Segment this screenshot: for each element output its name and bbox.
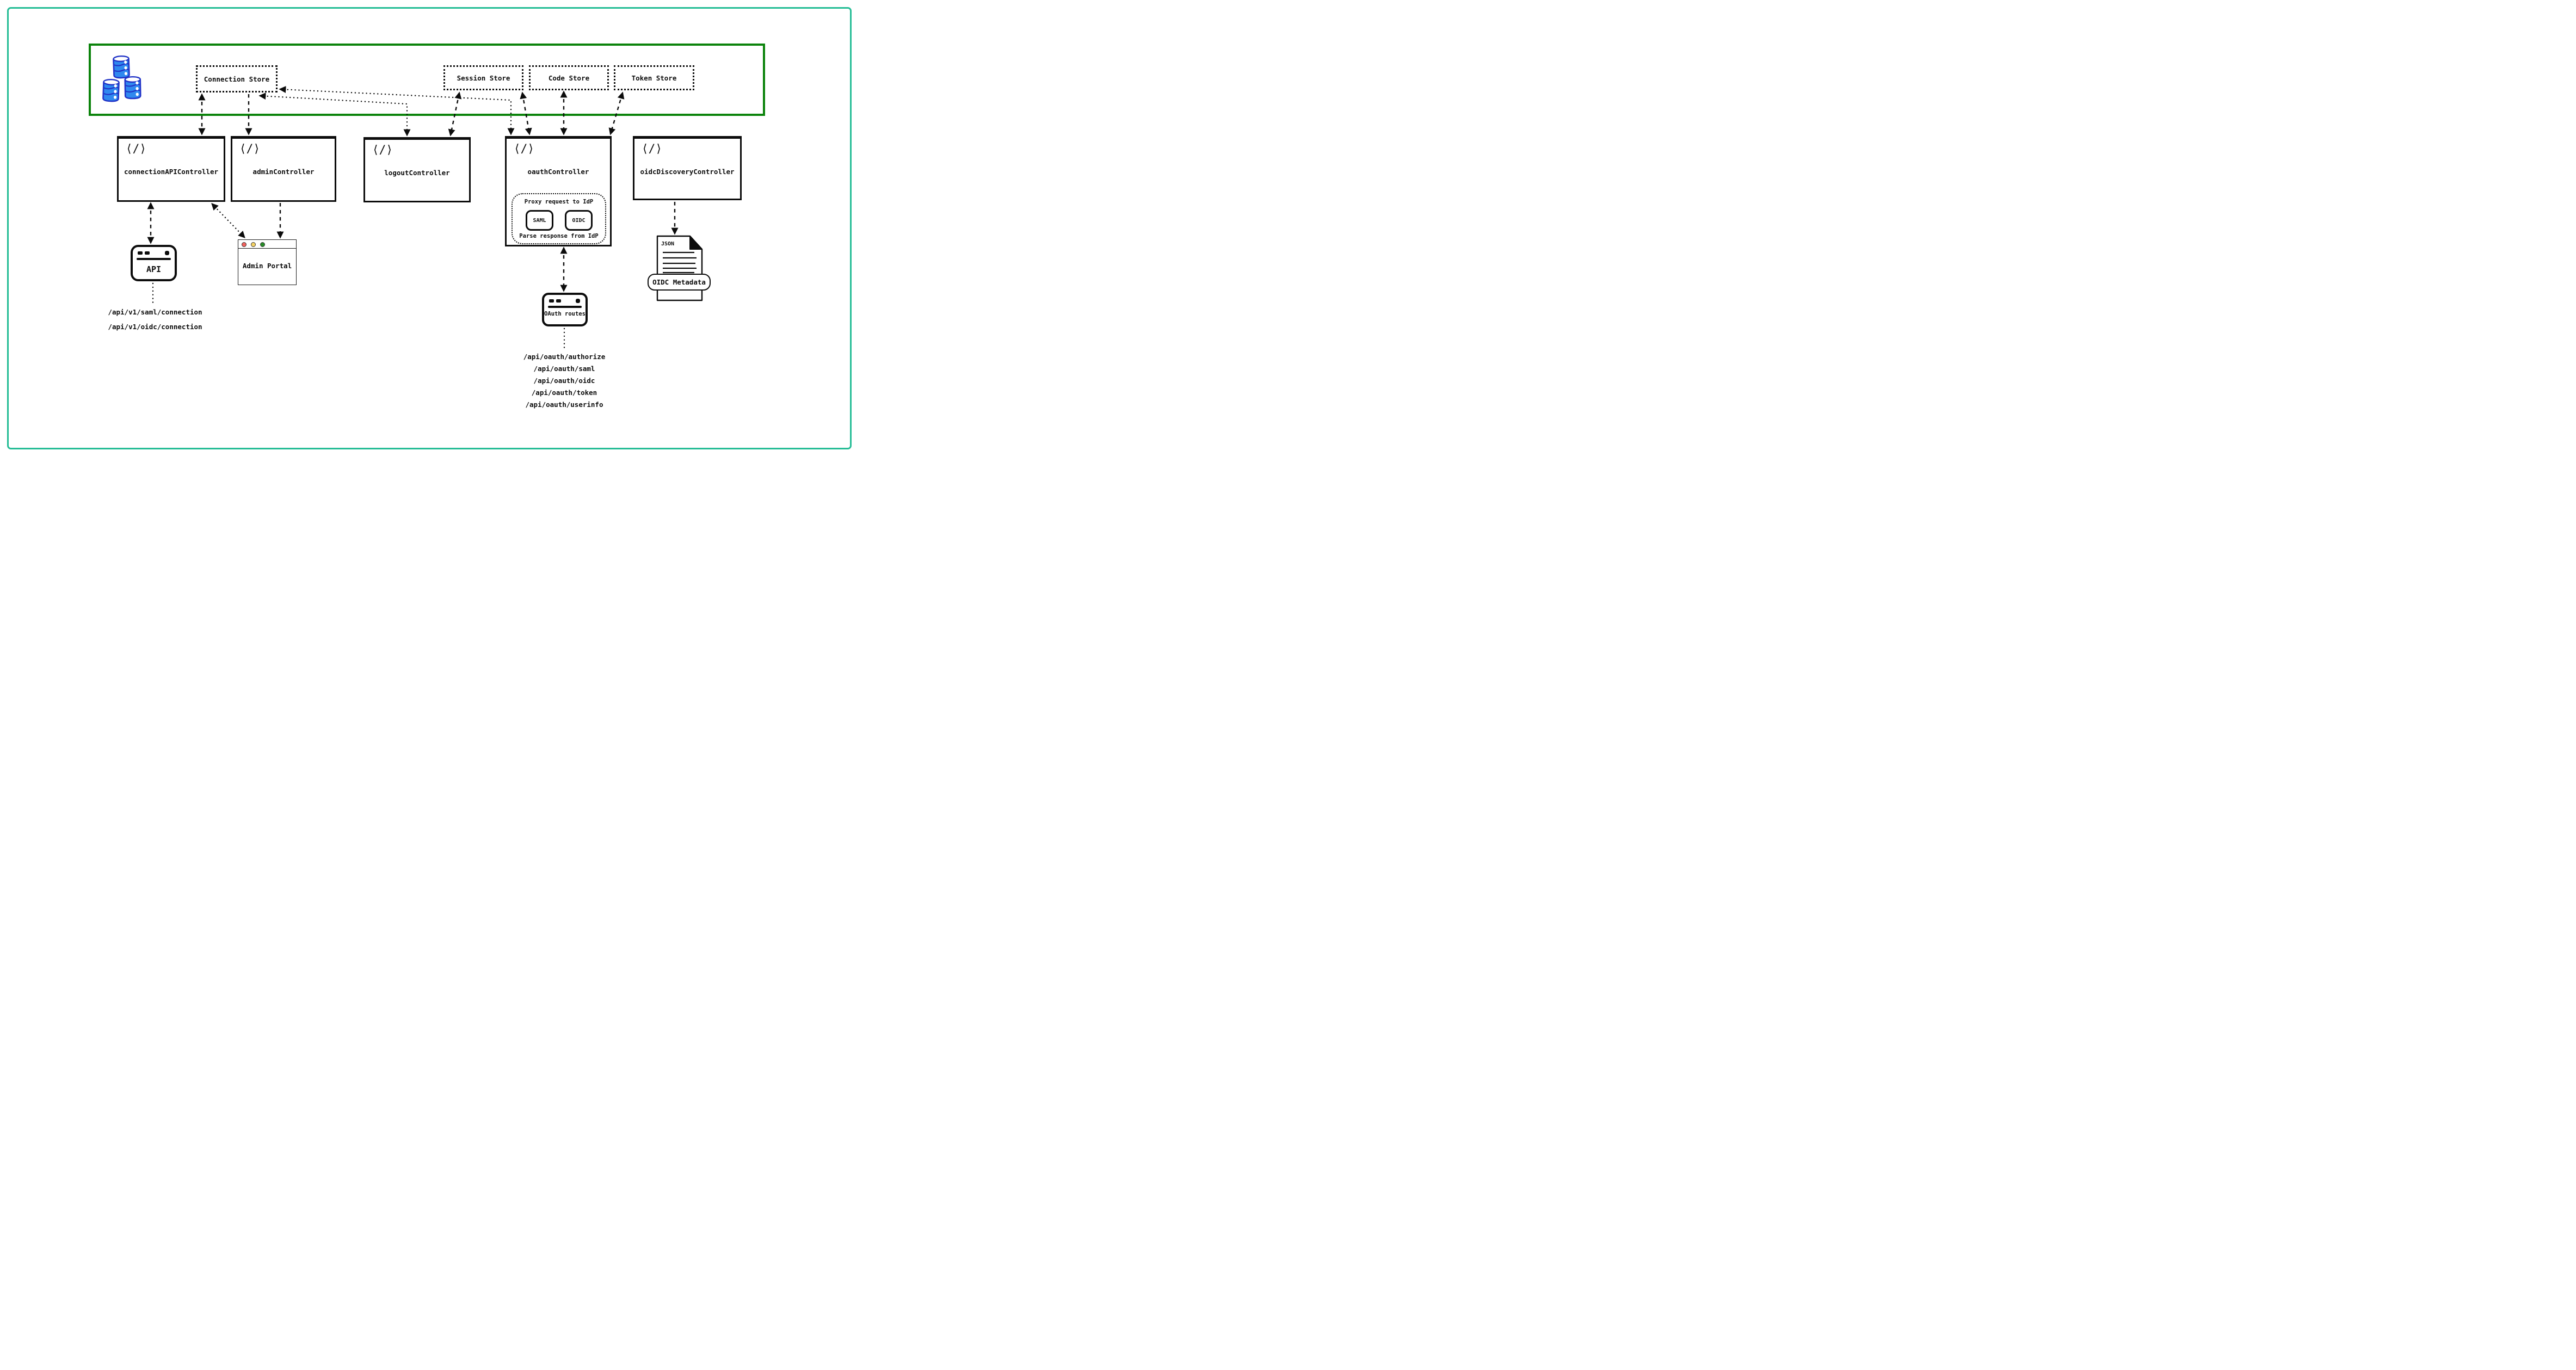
idp-proxy-box: Proxy request to IdP SAML OIDC Parse res…	[511, 193, 606, 244]
window-dot-icon	[145, 251, 150, 255]
arrow-connection-store-logout	[258, 92, 411, 137]
code-store-box: Code Store	[529, 65, 609, 90]
api-window: API	[131, 245, 177, 281]
oidc-metadata-label: OIDC Metadata	[652, 278, 706, 286]
window-toolbar-line	[137, 258, 171, 260]
code-icon: ⟨/⟩	[514, 142, 534, 155]
proxy-request-label: Proxy request to IdP	[524, 199, 594, 205]
oidc-label: OIDC	[572, 217, 586, 224]
admin-portal-window: Admin Portal	[238, 239, 297, 285]
endpoint-line: /api/v1/saml/connection	[108, 308, 202, 316]
connector-arrows	[147, 85, 679, 349]
oidc-metadata-document: JSON OIDC Metadata	[648, 234, 711, 304]
endpoint-line: /api/oauth/oidc	[533, 377, 595, 385]
minimize-traffic-light-icon	[251, 242, 256, 247]
arrow-connection-store-oauth	[279, 85, 515, 135]
admin-controller-box: ⟨/⟩ adminController	[231, 136, 336, 202]
oidc-discovery-controller-box: ⟨/⟩ oidcDiscoveryController	[633, 136, 742, 200]
window-dot-icon	[165, 251, 169, 255]
connection-store-label: Connection Store	[204, 75, 270, 83]
oauth-routes-window: OAuth routes	[542, 293, 588, 326]
admin-portal-titlebar	[238, 240, 296, 249]
endpoint-line: /api/oauth/authorize	[523, 353, 606, 361]
admin-controller-label: adminController	[252, 168, 315, 176]
admin-portal-label: Admin Portal	[242, 262, 292, 270]
endpoint-line: /api/oauth/token	[531, 388, 597, 397]
connection-api-endpoints: /api/v1/saml/connection /api/v1/oidc/con…	[87, 305, 223, 334]
connection-api-controller-label: connectionAPIController	[124, 168, 219, 176]
code-icon: ⟨/⟩	[372, 143, 393, 156]
code-icon: ⟨/⟩	[642, 142, 662, 155]
diagram-canvas: Connection Store Session Store Code Stor…	[0, 0, 859, 456]
token-store-label: Token Store	[631, 73, 677, 82]
api-window-label: API	[146, 264, 162, 274]
logout-controller-box: ⟨/⟩ logoutController	[363, 137, 471, 202]
close-traffic-light-icon	[242, 242, 246, 247]
arrow-session-store-oauth	[520, 91, 532, 135]
json-tag: JSON	[661, 241, 674, 247]
oidc-chip: OIDC	[565, 210, 593, 231]
saml-label: SAML	[533, 217, 546, 224]
code-icon: ⟨/⟩	[126, 142, 146, 155]
arrow-token-store-oauth	[608, 91, 625, 135]
logout-controller-label: logoutController	[384, 169, 450, 177]
oauth-endpoints: /api/oauth/authorize /api/oauth/saml /ap…	[496, 351, 632, 411]
oidc-metadata-band: OIDC Metadata	[648, 274, 711, 291]
connection-api-controller-box: ⟨/⟩ connectionAPIController	[117, 136, 225, 202]
token-store-box: Token Store	[614, 65, 694, 90]
connection-store-box: Connection Store	[196, 65, 278, 92]
session-store-label: Session Store	[457, 73, 510, 82]
endpoint-line: /api/oauth/userinfo	[525, 400, 603, 409]
oidc-discovery-controller-label: oidcDiscoveryController	[640, 168, 735, 176]
window-dot-icon	[576, 299, 580, 303]
endpoint-line: /api/v1/oidc/connection	[108, 323, 202, 331]
oauth-routes-label: OAuth routes	[544, 311, 586, 317]
arrow-session-store-logout	[448, 91, 462, 137]
window-dot-icon	[556, 299, 561, 303]
arrow-connection-api-admin-portal	[211, 203, 245, 238]
code-icon: ⟨/⟩	[239, 142, 260, 155]
oauth-controller-box: ⟨/⟩ oauthController Proxy request to IdP…	[505, 136, 612, 246]
code-store-label: Code Store	[548, 73, 590, 82]
window-dot-icon	[138, 251, 143, 255]
maximize-traffic-light-icon	[260, 242, 265, 247]
endpoint-line: /api/oauth/saml	[533, 365, 595, 373]
window-toolbar-line	[548, 306, 582, 308]
parse-response-label: Parse response from IdP	[519, 233, 599, 239]
saml-chip: SAML	[526, 210, 553, 231]
window-dot-icon	[549, 299, 554, 303]
oauth-controller-label: oauthController	[527, 168, 589, 176]
